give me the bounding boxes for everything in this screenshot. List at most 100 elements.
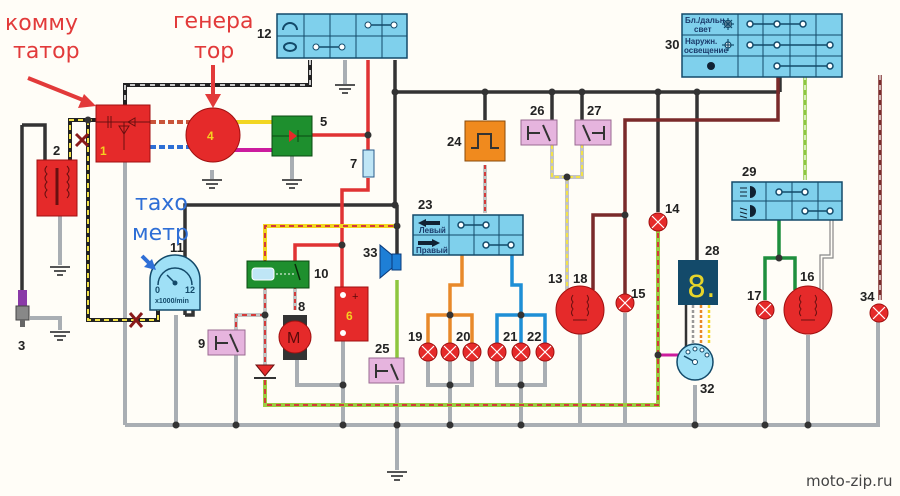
label-18: 18: [573, 271, 587, 286]
label-15: 15: [631, 286, 645, 301]
parking-light-icon: [722, 39, 734, 51]
diode: [254, 364, 276, 379]
arrow-right-icon: [418, 239, 440, 247]
label-21: 21: [503, 329, 517, 344]
annotation-commutator: комму: [5, 11, 78, 36]
label-30: 30: [665, 37, 679, 52]
label-6: 6: [346, 309, 353, 323]
label-33: 33: [363, 245, 377, 260]
label-25: 25: [375, 341, 389, 356]
rectifier-5: [271, 115, 313, 157]
label-13: 13: [548, 271, 562, 286]
label-16: 16: [800, 269, 814, 284]
svg-text:освещение: освещение: [684, 46, 728, 55]
horn-33: [379, 243, 402, 280]
black-junctions: [391, 88, 701, 209]
label-8: 8: [298, 299, 305, 314]
label-2: 2: [53, 143, 60, 158]
label-27: 27: [587, 103, 601, 118]
svg-text:свет: свет: [694, 25, 712, 34]
svg-text:+: +: [352, 291, 358, 303]
label-20: 20: [456, 329, 470, 344]
svg-text:метр: метр: [132, 221, 189, 246]
ground-symbol: [386, 471, 408, 481]
battery-6: + 6: [334, 286, 369, 342]
label-5: 5: [320, 114, 327, 129]
light-switch-outer-label: Наружн.: [685, 37, 717, 46]
spark-plug-3: [15, 290, 30, 327]
dot-icon: [707, 62, 715, 70]
lamp-17: [755, 300, 775, 320]
label-29: 29: [742, 164, 756, 179]
annotation-generator: генера: [173, 9, 253, 34]
label-1: 1: [100, 144, 107, 158]
high-beam-icon: [740, 186, 756, 198]
brake-switch-27: [574, 119, 612, 146]
turn-signal-switch-23: Левый Правый: [412, 214, 524, 256]
red-power-wires: [293, 60, 370, 288]
starter-button-9: [207, 329, 246, 356]
label-19: 19: [408, 329, 422, 344]
label-14: 14: [665, 201, 680, 216]
dimmer-switch-29: [731, 181, 843, 221]
svg-text:татор: татор: [13, 39, 80, 64]
label-4: 4: [207, 129, 214, 143]
tail-light-18: [555, 285, 605, 335]
cross-mark: [74, 132, 144, 328]
starter-relay-10: [246, 260, 310, 289]
tacho-unit: x1000/min: [155, 298, 189, 305]
label-34: 34: [860, 289, 875, 304]
turn-relay-24: [464, 120, 506, 162]
turn-lamp: [440, 342, 460, 362]
label-9: 9: [198, 336, 205, 351]
ground-junctions: [172, 381, 812, 429]
label-3: 3: [18, 338, 25, 353]
label-17: 17: [747, 288, 761, 303]
low-beam-icon: [739, 205, 756, 219]
svg-text:M: M: [287, 330, 300, 347]
sun-icon: [722, 18, 734, 30]
horn-button-25: [368, 357, 405, 384]
annotation-tachometer: тахо: [135, 191, 188, 216]
gear-indicator-28: 8.: [678, 260, 718, 305]
arrow-to-commutator: [27, 76, 96, 108]
turn-left-label: Левый: [419, 226, 446, 235]
arrow-to-generator: [205, 65, 221, 108]
tacho-min: 0: [155, 285, 160, 295]
ignition-switch-12: [276, 13, 408, 59]
turn-lamp-21: [487, 342, 507, 362]
ground-symbol: [49, 331, 71, 341]
turn-lamp: [511, 342, 531, 362]
svg-text:тор: тор: [194, 39, 234, 64]
label-7: 7: [350, 156, 357, 171]
watermark: moto-zip.ru: [806, 472, 893, 490]
tachometer-11: 0 12 x1000/min: [149, 254, 201, 311]
label-11: 11: [170, 240, 184, 255]
light-switch-high-low-label: Бл./дальн.: [685, 16, 727, 25]
label-23: 23: [418, 197, 432, 212]
label-26: 26: [530, 103, 544, 118]
turn-lamp-22: [535, 342, 555, 362]
arrow-to-tachometer: [140, 254, 156, 270]
headlight-16: [783, 285, 833, 335]
arrow-left-icon: [418, 219, 440, 227]
black-wires: [20, 60, 782, 315]
turn-lamp-19: [418, 342, 438, 362]
ignition-coil-2: [36, 159, 78, 217]
label-32: 32: [700, 381, 714, 396]
label-22: 22: [527, 329, 541, 344]
ground-symbol: [49, 266, 71, 276]
starter-motor-8: M: [278, 315, 312, 360]
light-switch-30: Бл./дальн. свет Наружн. освещение: [681, 13, 843, 78]
turn-right-label: Правый: [416, 246, 448, 255]
generator-4: 4: [185, 107, 241, 163]
commutator-1: 1: [95, 104, 151, 163]
turn-lamp-20: [462, 342, 482, 362]
fuse-7: [362, 149, 375, 178]
tacho-max: 12: [185, 285, 195, 295]
label-28: 28: [705, 243, 719, 258]
ground-symbol: [281, 179, 303, 189]
brake-switch-26: [520, 119, 558, 146]
label-24: 24: [447, 134, 462, 149]
